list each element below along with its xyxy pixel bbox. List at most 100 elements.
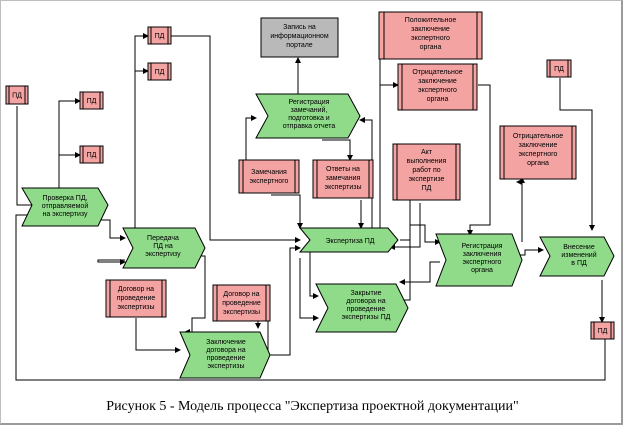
doc-answers: Ответы на замечания экспертизы xyxy=(312,159,374,199)
act-line1: Акт xyxy=(421,149,433,156)
contract2-line2: проведение xyxy=(222,300,261,307)
conclude-line3: проведение xyxy=(207,355,246,362)
pd-mid2-label: ПД xyxy=(87,152,97,159)
negative2-line2: заключение xyxy=(519,142,558,149)
doc-contract: Договор на проведение экспертизы xyxy=(105,279,167,318)
pd-top1-box: ПД xyxy=(147,26,172,45)
check-pd-line3: на экспертизу xyxy=(42,211,88,218)
edge-neg1-to-regconcl xyxy=(467,84,491,236)
pd-top1-label: ПД xyxy=(155,33,165,40)
positive-line4: органа xyxy=(420,44,442,51)
info-portal-box: Запись на информационном портале xyxy=(260,17,339,58)
portal-line3: портале xyxy=(286,42,313,49)
pd-right-bottom-box: ПД xyxy=(590,321,615,340)
registration-line4: отправка отчета xyxy=(283,123,336,130)
pd-mid1-label: ПД xyxy=(87,98,97,105)
edge-transfer-to-pd-top1 xyxy=(134,33,149,228)
edge-check-to-pd-mid1 xyxy=(58,98,81,188)
edge-loop-back xyxy=(15,212,606,381)
pd-top2-label: ПД xyxy=(155,69,165,76)
closing-line2: договора на xyxy=(346,298,385,305)
remarks-line1: Замечания xyxy=(251,169,287,176)
contract2-line3: экспертизы xyxy=(223,309,260,316)
negative2-line4: органа xyxy=(527,160,549,167)
pd-mid2-box: ПД xyxy=(79,145,104,164)
changes-line2: изменений xyxy=(561,251,596,259)
pd-left-box: ПД xyxy=(5,85,29,105)
edge-registration-to-answers xyxy=(322,139,353,161)
edge-remarks-to-expertise xyxy=(271,194,303,229)
edge-changes-to-neg2 xyxy=(516,179,523,242)
edge-pdright-to-changes xyxy=(559,78,595,231)
changes-line1: Внесение xyxy=(563,244,595,251)
negative1-line2: заключение xyxy=(418,78,457,85)
registration-line2: замечаний, xyxy=(291,106,328,114)
edge-contract-to-conclude xyxy=(135,318,181,353)
closing-line4: экспертизы ПД xyxy=(342,314,391,321)
contract-line2: проведение xyxy=(117,295,156,302)
edge-conclude-to-expertise xyxy=(270,245,301,356)
negative1-line1: Отрицательное xyxy=(412,69,462,76)
edge-expertise-to-positive xyxy=(379,33,394,228)
doc-contract2: Договор на проведение экспертизы xyxy=(212,284,271,322)
edge-expertise-to-regconcl xyxy=(400,224,441,245)
expertise-label: Экспертиза ПД xyxy=(325,238,374,245)
regconcl-line3: экспертного xyxy=(463,259,502,266)
transfer-line2: ПД на xyxy=(153,243,173,250)
positive-line2: заключение xyxy=(411,26,450,33)
contract2-line1: Договор на xyxy=(223,291,259,298)
edge-registration-up-to-remarks xyxy=(245,115,257,160)
conclude-line2: договора на xyxy=(206,347,245,354)
edge-expertise-to-closing xyxy=(309,252,319,299)
changes-line3: в ПД xyxy=(571,260,587,267)
act-line4: экспертизе xyxy=(409,176,445,183)
closing-line3: проведение xyxy=(347,306,386,313)
conclude-line4: экспертизы xyxy=(208,363,245,370)
remarks-line2: экспертного xyxy=(250,178,289,185)
edge-expertise-to-closing2 xyxy=(299,258,319,321)
edge-closing-to-act xyxy=(398,187,413,301)
pd-mid1-box: ПД xyxy=(79,91,104,110)
registration-line3: подготовка и xyxy=(288,115,330,122)
conclude-line1: Заключение xyxy=(206,339,246,346)
pd-right-bottom-label: ПД xyxy=(598,328,608,335)
contract-line1: Договор на xyxy=(118,286,154,293)
answers-line3: экспертизы xyxy=(325,184,362,191)
negative2-line1: Отрицательное xyxy=(513,133,563,140)
pd-right-top-box: ПД xyxy=(546,59,572,78)
closing-line1: Закрытие xyxy=(350,290,381,297)
edge-transfer-down xyxy=(97,259,126,265)
positive-line3: экспертного xyxy=(411,35,450,42)
answers-line1: Ответы на xyxy=(326,166,360,173)
contract-line3: экспертизы xyxy=(118,304,155,311)
act-line5: ПД xyxy=(422,185,432,192)
portal-line1: Запись на xyxy=(283,24,316,31)
edge-act-to-expertise xyxy=(389,203,421,250)
doc-positive-conclusion: Положительное заключение экспертного органа xyxy=(378,11,483,60)
registration-line1: Регистрация xyxy=(289,99,330,106)
positive-line1: Положительное xyxy=(405,17,457,24)
regconcl-line2: заключения xyxy=(463,251,502,258)
answers-line2: замечания xyxy=(326,175,361,182)
negative1-line4: органа xyxy=(427,96,449,103)
check-pd-line1: Проверка ПД, xyxy=(42,195,87,202)
pd-top2-box: ПД xyxy=(147,62,172,81)
portal-line2: информационном xyxy=(270,33,328,40)
